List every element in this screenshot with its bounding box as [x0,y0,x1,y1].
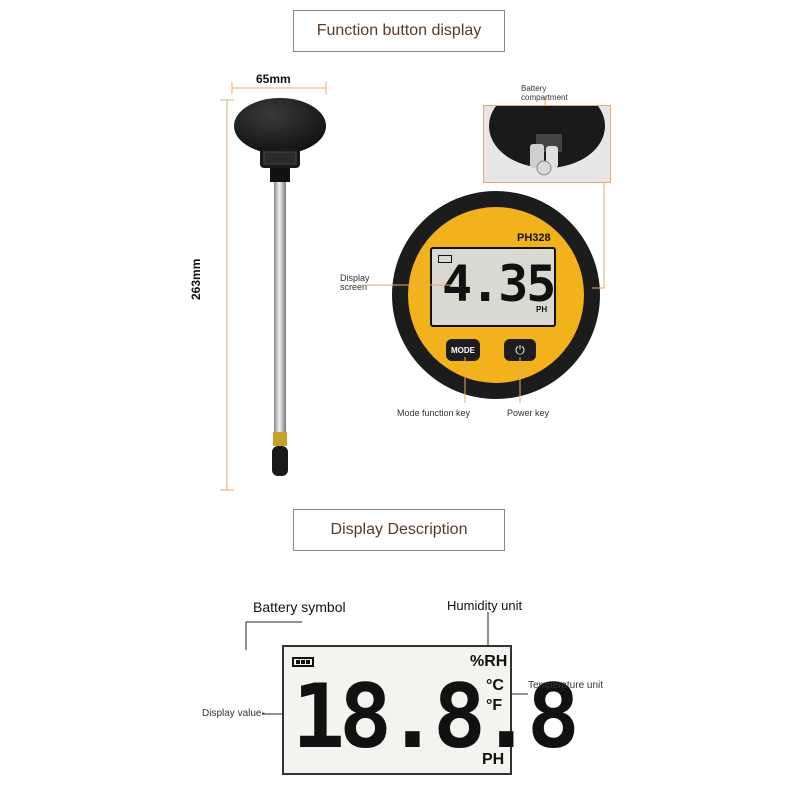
meter-lcd: 4.35 PH [430,247,556,327]
battery-compartment-image [489,106,605,176]
display-value-label: Display value- [202,708,265,719]
mode-button-label: MODE [451,345,475,355]
probe-side-view [234,98,326,476]
display-screen-label: Display screen [340,273,370,292]
meter-front: PH328 4.35 PH MODE ⏻ [392,191,600,399]
humidity-unit-label: Humidity unit [447,598,523,613]
power-button[interactable]: ⏻ [504,339,536,361]
display-section-title: Display Description [293,509,505,551]
width-dimension-line [231,82,327,94]
battery-compartment-inset [483,105,611,183]
length-label: 263mm [189,258,203,300]
mode-button[interactable]: MODE [446,339,480,361]
function-section-title: Function button display [293,10,505,52]
battery-callout-line [544,98,546,106]
meter-unit: PH [536,305,548,314]
temperature-unit-label: Temperature unit [528,680,604,691]
button-callout-lines [464,357,521,403]
battery-compartment-label: Battery compartment [521,84,568,102]
power-icon: ⏻ [515,342,525,357]
battery-symbol-label: Battery symbol [253,599,346,615]
display-panel: %RH °C °F 18.8.8 PH [282,645,580,775]
meter-reading: 4.35 [442,255,556,313]
right-callout-line [592,182,605,289]
width-label: 65mm [256,72,291,86]
ph-unit: PH [482,751,505,768]
power-key-label: Power key [507,408,550,418]
length-dimension-line [220,99,234,491]
rh-unit: %RH [470,653,508,670]
battery-symbol-icon [292,657,314,667]
celsius-unit: °C [486,677,504,694]
fahrenheit-unit: °F [486,697,503,714]
display-digits: 18.8.8 [292,665,580,768]
battery-icon [438,255,452,263]
mode-key-label: Mode function key [397,408,471,418]
model-label: PH328 [517,232,551,244]
display-callout-line [362,284,452,286]
